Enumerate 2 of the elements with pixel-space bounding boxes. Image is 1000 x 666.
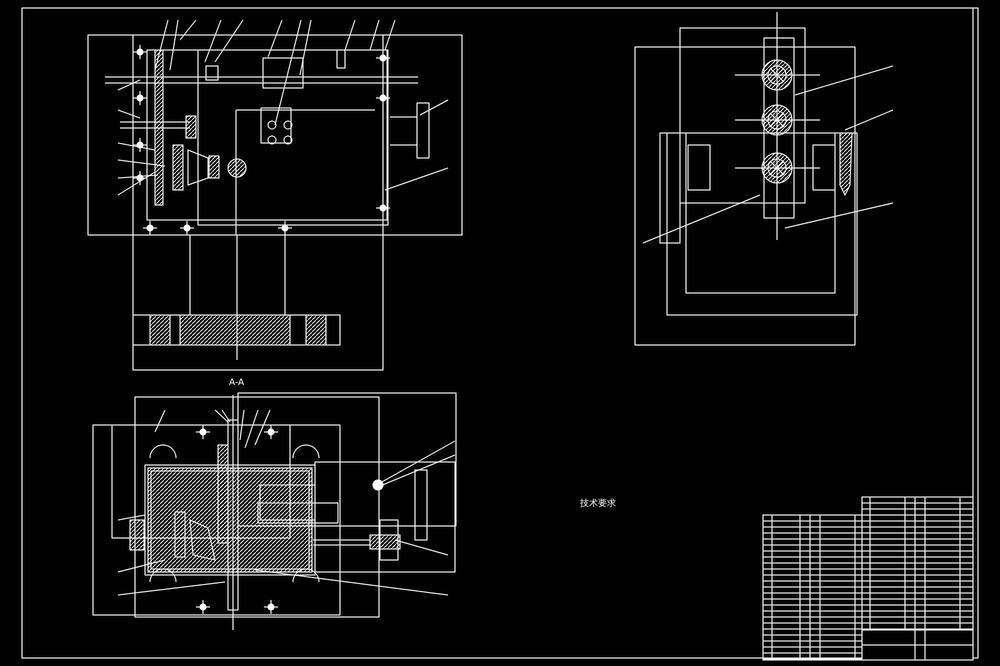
requirements-heading: 技术要求 — [580, 499, 616, 509]
section-label: A-A — [229, 378, 244, 388]
